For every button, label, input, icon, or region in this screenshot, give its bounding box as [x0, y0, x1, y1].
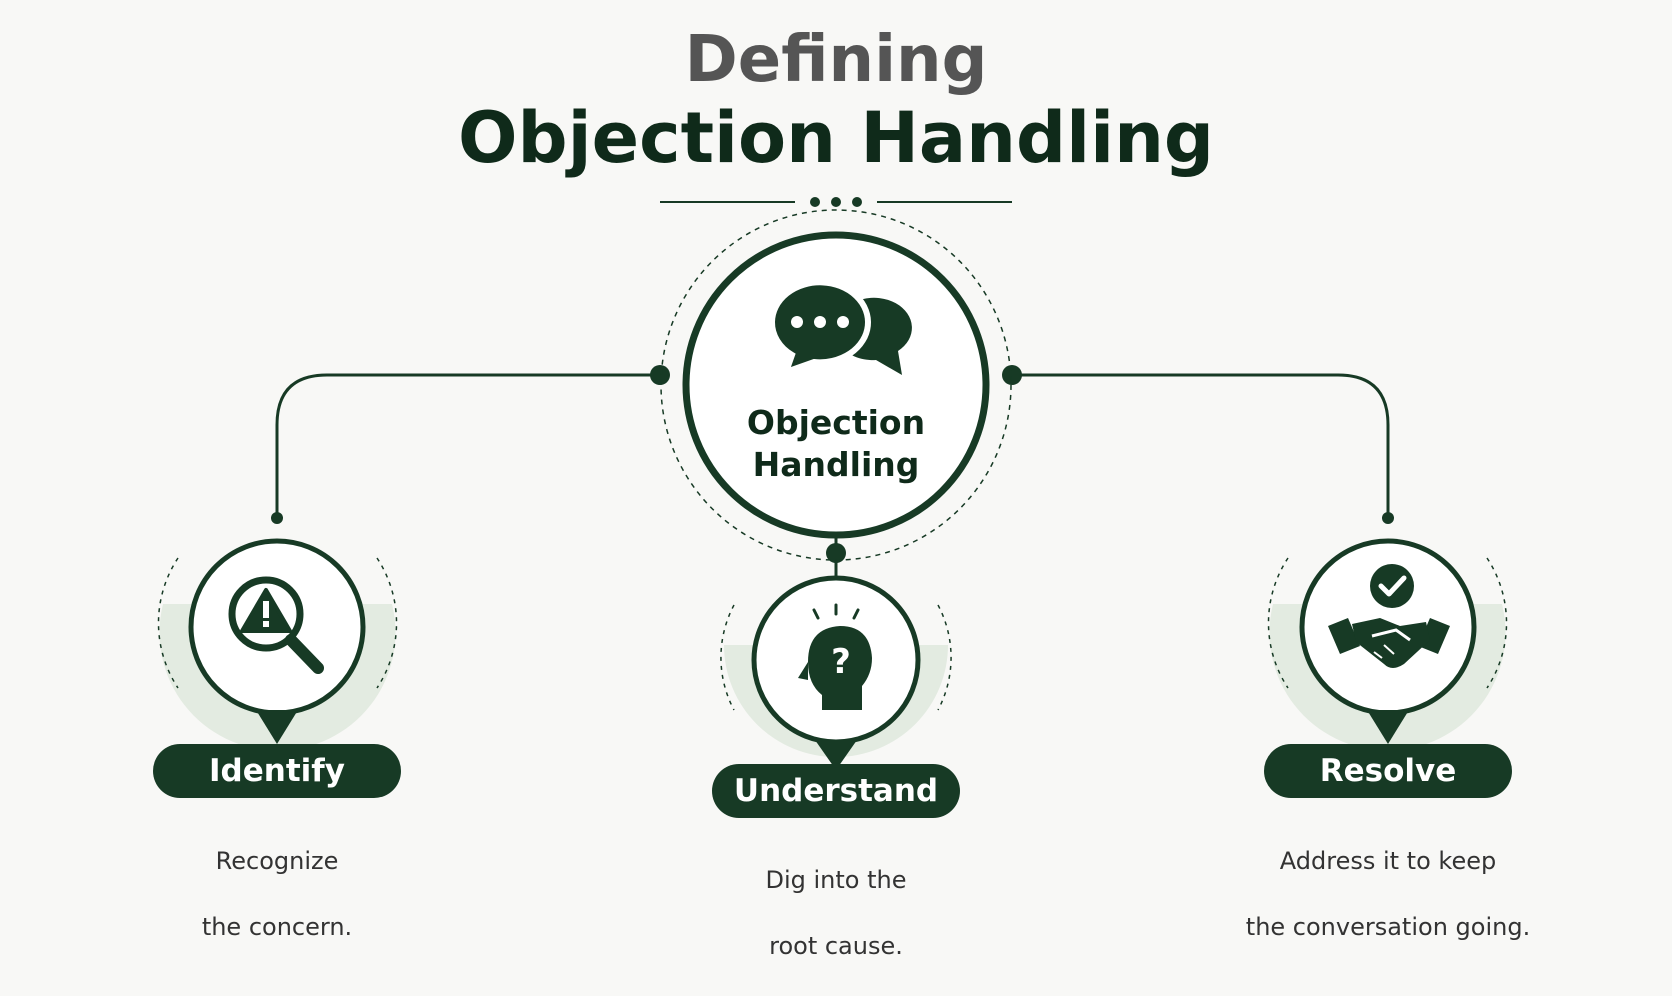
resolve-label: Resolve: [1264, 744, 1512, 798]
svg-text:?: ?: [831, 642, 851, 682]
diagram-canvas: ?: [157, 197, 1508, 770]
resolve-description: Address it to keep the conversation goin…: [1218, 812, 1558, 977]
handshake-check-icon: [1328, 564, 1450, 668]
understand-desc-line-1: Dig into the: [765, 866, 907, 894]
resolve-desc-line-1: Address it to keep: [1279, 847, 1497, 875]
understand-desc-line-2: root cause.: [769, 932, 903, 960]
understand-label: Understand: [712, 764, 960, 818]
search-warning-icon: [228, 576, 324, 674]
identify-desc-line-1: Recognize: [215, 847, 339, 875]
title-line-2: Objection Handling: [457, 97, 1215, 179]
title-divider: [660, 197, 1012, 207]
title-block: Defining Objection Handling: [0, 18, 1672, 180]
identify-desc-line-2: the concern.: [201, 913, 353, 941]
center-node: [660, 209, 1012, 561]
chat-bubbles-icon: [768, 279, 912, 377]
identify-label: Identify: [153, 744, 401, 798]
center-label-line-2: Handling: [752, 445, 920, 484]
understand-description: Dig into the root cause.: [686, 831, 986, 996]
identify-description: Recognize the concern.: [127, 812, 427, 977]
title-line-1: Defining: [684, 23, 988, 97]
resolve-desc-line-2: the conversation going.: [1245, 913, 1531, 941]
center-label-line-1: Objection: [746, 403, 926, 442]
head-question-icon: ?: [798, 603, 872, 710]
center-label: Objection Handling: [676, 402, 996, 486]
connector-dots: [271, 365, 1394, 563]
